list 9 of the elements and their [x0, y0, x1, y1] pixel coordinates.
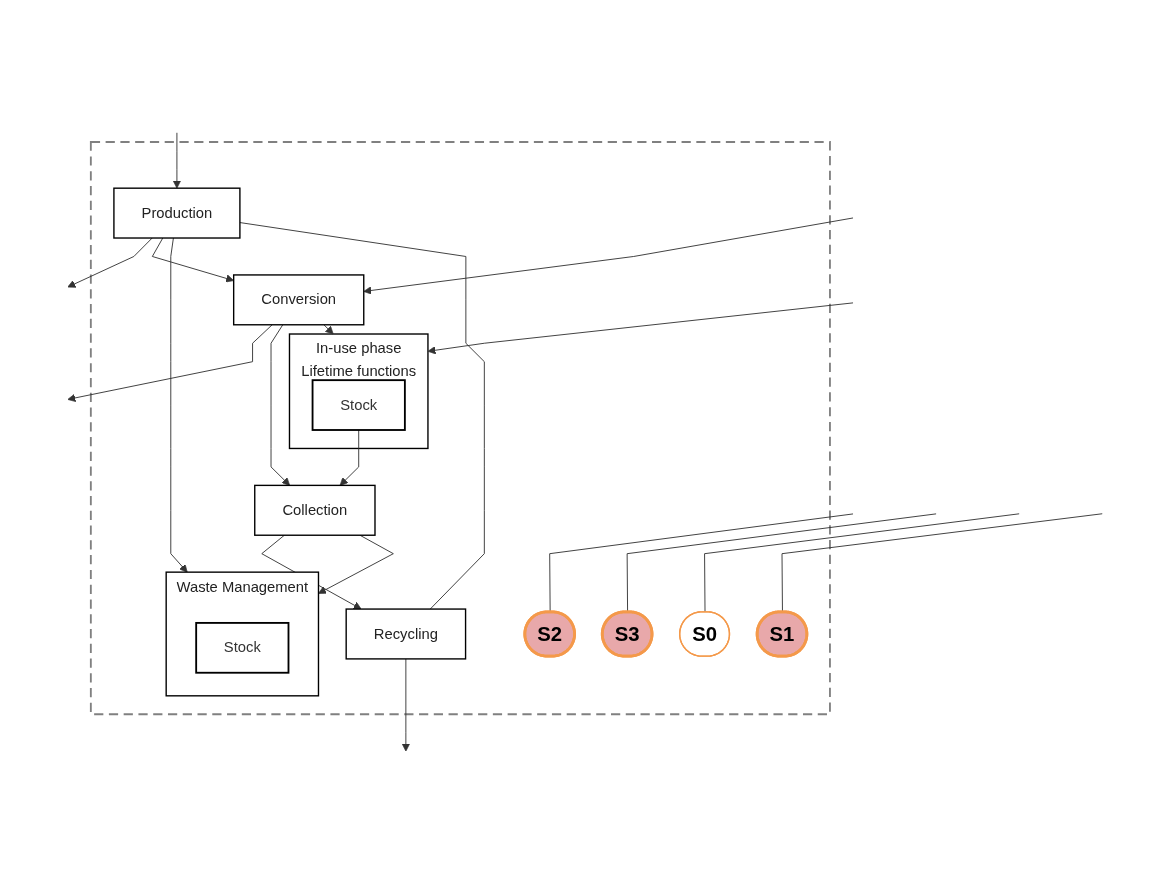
node-box: Conversion: [233, 274, 365, 326]
node-box: Production: [113, 187, 241, 239]
cluster: [89, 141, 831, 716]
node-box: Collection: [254, 484, 376, 536]
leader-line: [239, 222, 485, 610]
leader-line: [704, 513, 1020, 613]
node-box: Stock: [311, 379, 406, 431]
node-box: Recycling: [345, 608, 467, 660]
node-box: Stock: [195, 622, 290, 674]
